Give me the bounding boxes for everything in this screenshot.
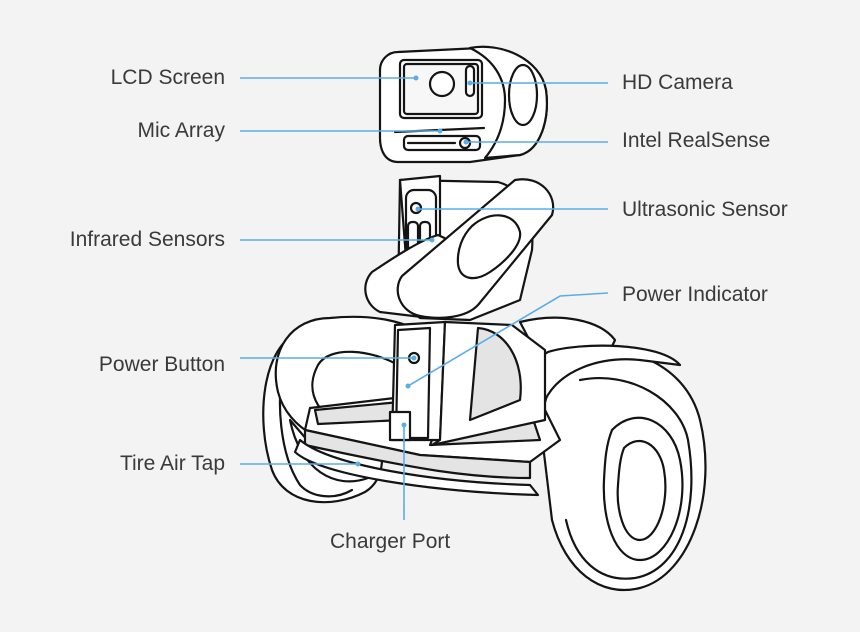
label-ultrasonic-sensor: Ultrasonic Sensor (622, 198, 788, 221)
label-intel-realsense: Intel RealSense (622, 129, 771, 152)
label-power-indicator: Power Indicator (622, 283, 768, 306)
callout-lines (240, 77, 609, 520)
callout-dots (355, 75, 473, 467)
label-power-button: Power Button (98, 353, 225, 376)
right-wheel (538, 346, 707, 592)
head (378, 45, 548, 164)
callout-power-indicator (407, 292, 609, 387)
arms (364, 178, 555, 320)
label-charger-port: Charger Port (330, 530, 451, 553)
label-tire-air-tap: Tire Air Tap (119, 452, 225, 475)
label-mic-array: Mic Array (137, 119, 225, 142)
label-lcd-screen: LCD Screen (110, 66, 225, 89)
label-hd-camera: HD Camera (622, 71, 733, 94)
label-infrared-sensors: Infrared Sensors (69, 228, 225, 251)
center-stem (388, 320, 547, 447)
